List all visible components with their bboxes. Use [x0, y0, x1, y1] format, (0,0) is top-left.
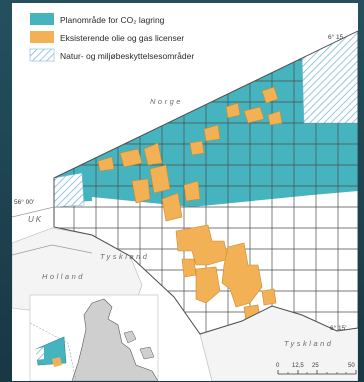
inset-island-1: [123, 330, 137, 344]
label-holland: Holland: [42, 272, 85, 281]
legend-label-co2: Planområde for CO₂ lagring: [60, 15, 165, 25]
map: Planområde for CO₂ lagring Eksisterende …: [12, 3, 358, 381]
scale-tick-2: 25: [312, 363, 319, 369]
legend-label-license: Eksisterende olie og gas licenser: [60, 33, 184, 43]
legend-swatch-license: [30, 31, 54, 43]
inset-license: [52, 357, 62, 367]
licenses: [97, 86, 283, 322]
inset-nature-area: [36, 347, 44, 360]
uk-boundary: [12, 206, 55, 218]
inset-border: [30, 322, 77, 381]
label-norge: Norge: [150, 97, 183, 106]
coord-lon-top: 6° 15: [328, 33, 344, 41]
coord-lon-right: 6° 15': [330, 324, 347, 332]
scale-bar: 0 12,5 25 50: [276, 363, 357, 375]
label-uk: UK: [28, 215, 43, 224]
nature-area-west: [54, 172, 85, 208]
legend-label-nature: Natur- og miljøbeskyttelsesområder: [60, 51, 194, 61]
inset-frame: [29, 294, 159, 381]
legend-swatch-co2: [30, 13, 54, 25]
legend-swatch-nature: [29, 48, 55, 62]
coord-lat-56: 56° 00': [14, 198, 34, 206]
inset-land: [71, 298, 158, 381]
legend: Planområde for CO₂ lagring Eksisterende …: [29, 13, 194, 62]
label-tyskland-east: Tyskland: [284, 339, 333, 348]
scale-tick-1: 12,5: [292, 363, 304, 369]
scale-tick-0: 0: [276, 363, 280, 369]
scale-tick-3: 50: [348, 363, 355, 369]
inset-map: [30, 295, 158, 381]
sector-boundary: [53, 30, 358, 335]
holland-boundary: [12, 244, 93, 256]
label-tyskland-west: Tyskland: [100, 252, 149, 261]
inset-island-2: [139, 346, 155, 360]
